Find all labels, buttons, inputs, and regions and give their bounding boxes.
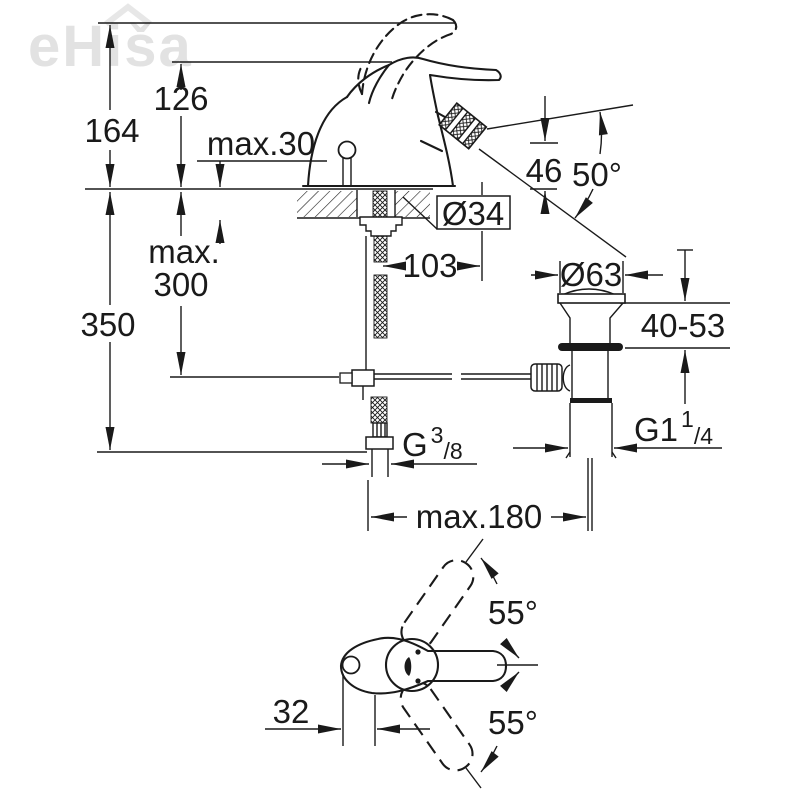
handle-swung-up-dashed xyxy=(400,559,475,650)
rod-joint xyxy=(351,369,375,387)
handle-top-view xyxy=(339,636,508,695)
dim-rod-length-line2: 300 xyxy=(153,266,208,303)
rubber-seal xyxy=(558,343,623,351)
reference-lines xyxy=(85,22,730,531)
dim-spout-reach: 103 xyxy=(402,247,457,284)
dim-rod-length-line1: max. xyxy=(148,233,220,270)
dim-waste-height-range: 40-53 xyxy=(641,307,725,344)
supply-hose xyxy=(370,190,388,424)
cartridge-circle xyxy=(384,637,440,693)
dim-swing-down: 55° xyxy=(488,704,538,741)
dimensions-main-view: 164 350 126 max. 300 max.30 46 50° Ø34 xyxy=(80,25,725,535)
dim-swing-up: 55° xyxy=(488,594,538,631)
handle-raised-dashed xyxy=(357,13,458,101)
dim-hose-reach: max.180 xyxy=(416,498,543,535)
dim-handle-height: 126 xyxy=(153,80,208,117)
top-view: 55° 55° 32 xyxy=(265,538,538,789)
lift-rod-knob xyxy=(337,140,357,160)
waste-flange xyxy=(557,293,626,304)
dim-spout-angle: 50° xyxy=(572,156,622,193)
dim-waste-flange-diameter: Ø63 xyxy=(560,256,622,293)
mounting-nut xyxy=(359,216,403,237)
dim-deck-thickness: max.30 xyxy=(207,125,315,162)
hole-diameter-box xyxy=(436,195,511,230)
dim-spout-outlet-height: 46 xyxy=(526,152,563,189)
dim-hose-height: 350 xyxy=(80,306,135,343)
lift-rod-knob-top xyxy=(341,655,361,675)
underdeck-assembly xyxy=(339,190,533,477)
pop-up-waste xyxy=(530,288,626,531)
faucet-body xyxy=(301,13,502,188)
countertop-section xyxy=(297,191,430,217)
dim-hole-diameter: Ø34 xyxy=(442,195,504,232)
watermark-roof-icon xyxy=(104,3,152,27)
aerator xyxy=(438,101,488,150)
pop-up-linkage-bar xyxy=(374,373,533,380)
handle-logo-mark xyxy=(404,657,412,676)
linkage-knurled-nut xyxy=(530,363,563,392)
dim-rod-offset: 32 xyxy=(273,693,310,730)
hose-connector-g38 xyxy=(365,422,394,477)
dim-total-height: 164 xyxy=(84,112,139,149)
handle-swung-down-dashed xyxy=(399,681,474,772)
